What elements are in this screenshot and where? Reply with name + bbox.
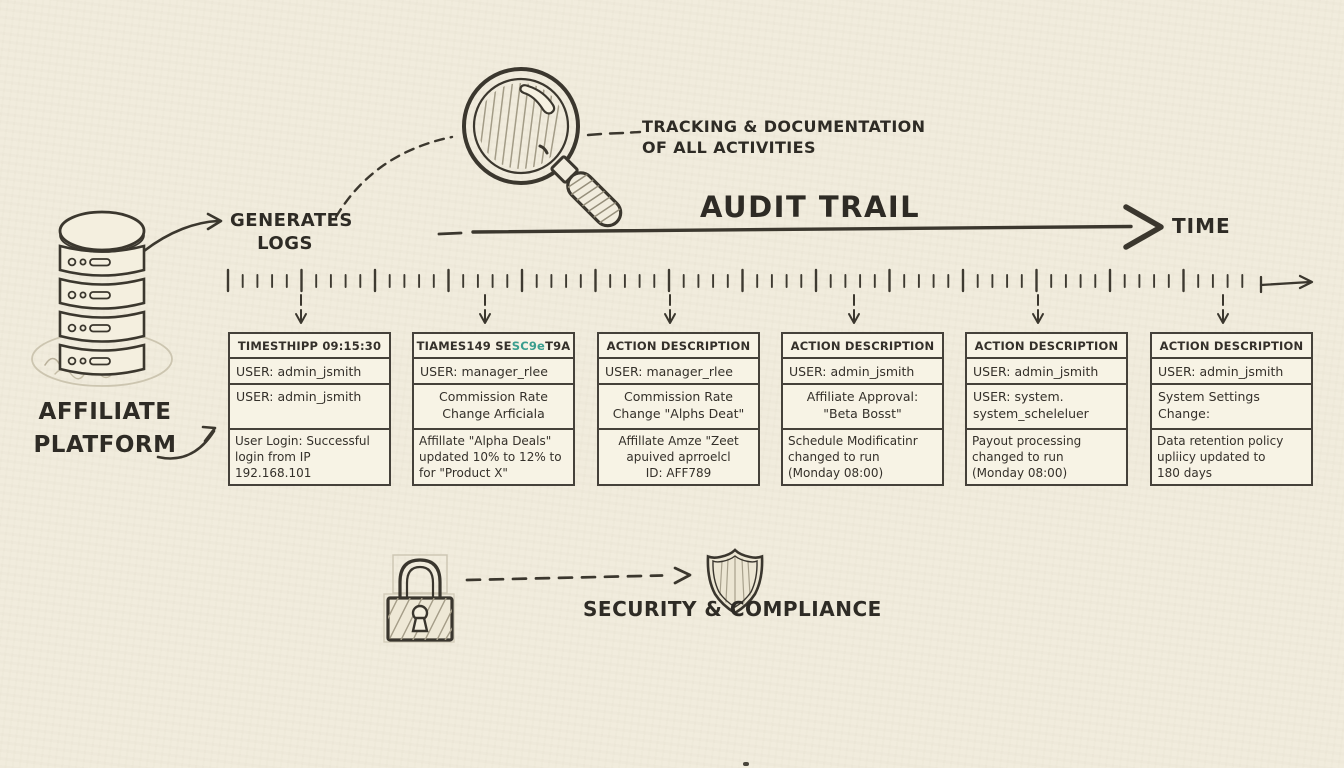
- card-description: Schedule Modificatinr changed to run (Mo…: [788, 434, 918, 480]
- tracking-dashed-line: [586, 130, 642, 137]
- generates-logs-label: GENERATES LOGS: [230, 210, 353, 254]
- audit-card-1: TIMESTHIPP 09:15:30 USER: admin_jsmith U…: [228, 332, 391, 486]
- card-description: Affillate Amze "Zeet apuived aprroelcl I…: [618, 434, 739, 480]
- security-dashed-arrow: [465, 566, 692, 585]
- card-user: USER: admin_jsmith: [1152, 359, 1311, 385]
- timeline-ruler: [226, 268, 1244, 293]
- header-glitch-text: SC9e: [511, 338, 546, 353]
- audit-card-5: ACTION DESCRIPTION USER: admin_jsmith US…: [965, 332, 1128, 486]
- card-header: ACTION DESCRIPTION: [599, 334, 758, 359]
- card-description: Payout processing changed to run (Monday…: [972, 434, 1082, 480]
- audit-card-4: ACTION DESCRIPTION USER: admin_jsmith Af…: [781, 332, 944, 486]
- ink-speck: [743, 762, 749, 766]
- platform-arrow: [156, 425, 217, 460]
- card-user: USER: admin_jsmith: [783, 359, 942, 385]
- time-axis-label: TIME: [1172, 214, 1231, 238]
- card-description: Affillate "Alpha Deals" updated 10% to 1…: [419, 434, 562, 480]
- magnifier-icon: [462, 67, 624, 228]
- card-user: USER: admin_jsmith: [230, 359, 389, 385]
- shield-icon: [706, 548, 764, 615]
- diagram-title: AUDIT TRAIL: [700, 190, 921, 224]
- tracking-note: TRACKING & DOCUMENTATION OF ALL ACTIVITI…: [642, 117, 926, 157]
- header-text: TIAMES149 SE: [416, 338, 512, 353]
- card-field: System Settings Change:: [1152, 385, 1311, 430]
- lock-icon: [383, 554, 455, 643]
- audit-trail-arrow: [437, 204, 1164, 250]
- security-compliance-label: SECURITY & COMPLIANCE: [583, 597, 882, 621]
- card-field: Commission Rate Change "Alphs Deat": [599, 385, 758, 430]
- timeline-end-arrow: [1259, 274, 1314, 294]
- card-field: Commission Rate Change Arficiala: [414, 385, 573, 430]
- card-description: Data retention policy upliicy updated to…: [1157, 434, 1284, 480]
- card-header: ACTION DESCRIPTION: [1152, 334, 1311, 359]
- audit-card-6: ACTION DESCRIPTION USER: admin_jsmith Sy…: [1150, 332, 1313, 486]
- generates-arrow: [142, 212, 223, 253]
- magnifier-dashed-curve: [334, 135, 454, 219]
- card-pointer-arrows: [295, 294, 1229, 324]
- audit-card-3: ACTION DESCRIPTION USER: manager_rlee Co…: [597, 332, 760, 486]
- card-header: TIMESTHIPP 09:15:30: [230, 334, 389, 359]
- card-user: USER: manager_rlee: [599, 359, 758, 385]
- header-text: T9A: [545, 338, 571, 353]
- card-field: USER: admin_jsmith: [230, 385, 389, 430]
- affiliate-platform-label: AFFILIATE PLATFORM: [33, 399, 177, 458]
- card-description: User Login: Successful login from IP 192…: [235, 434, 370, 480]
- card-user: USER: admin_jsmith: [967, 359, 1126, 385]
- card-field: Affiliate Approval: "Beta Bosst": [783, 385, 942, 430]
- database-icon: [31, 210, 173, 387]
- card-field: USER: system. system_scheleluer: [967, 385, 1126, 430]
- card-header: ACTION DESCRIPTION: [783, 334, 942, 359]
- card-header: ACTION DESCRIPTION: [967, 334, 1126, 359]
- card-user: USER: manager_rlee: [414, 359, 573, 385]
